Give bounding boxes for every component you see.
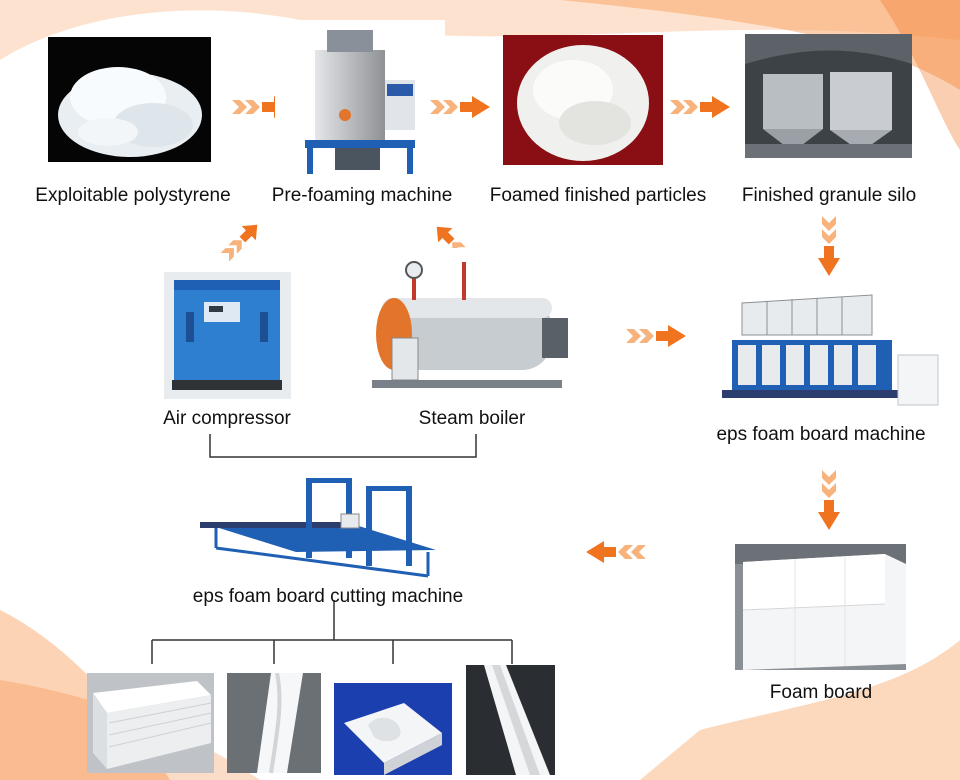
foam-board-photo <box>735 544 906 670</box>
product-cornice-photo <box>466 665 555 775</box>
chevron-arrow-icon <box>670 96 732 118</box>
steam-boiler-label: Steam boiler <box>418 408 526 429</box>
chevron-arrow-icon <box>818 470 840 532</box>
product-molding-photo <box>227 673 321 773</box>
granule-silo-label: Finished granule silo <box>741 185 917 206</box>
granule-silo-photo <box>745 34 912 158</box>
chevron-arrow-icon <box>818 216 840 278</box>
air-compressor-photo <box>164 272 291 399</box>
chevron-arrow-icon <box>430 96 492 118</box>
product-shaped-photo <box>334 683 452 775</box>
cutting-machine-photo <box>196 472 452 584</box>
board-machine-photo <box>712 285 946 413</box>
foamed-particles-label: Foamed finished particles <box>489 185 707 206</box>
foam-board-label: Foam board <box>769 682 873 703</box>
chevron-arrow-icon <box>216 216 266 266</box>
air-compressor-label: Air compressor <box>163 408 291 429</box>
chevron-arrow-icon <box>626 325 688 347</box>
polystyrene-photo <box>48 37 211 162</box>
board-machine-label: eps foam board machine <box>716 424 926 445</box>
polystyrene-label: Exploitable polystyrene <box>35 185 231 206</box>
chevron-arrow-icon <box>584 541 646 563</box>
cutting-machine-label: eps foam board cutting machine <box>192 586 464 607</box>
steam-boiler-photo <box>352 248 584 400</box>
prefoaming-machine-photo <box>275 20 445 180</box>
product-sheets-photo <box>87 673 214 773</box>
prefoaming-machine-label: Pre-foaming machine <box>271 185 453 206</box>
foamed-particles-photo <box>503 35 663 165</box>
